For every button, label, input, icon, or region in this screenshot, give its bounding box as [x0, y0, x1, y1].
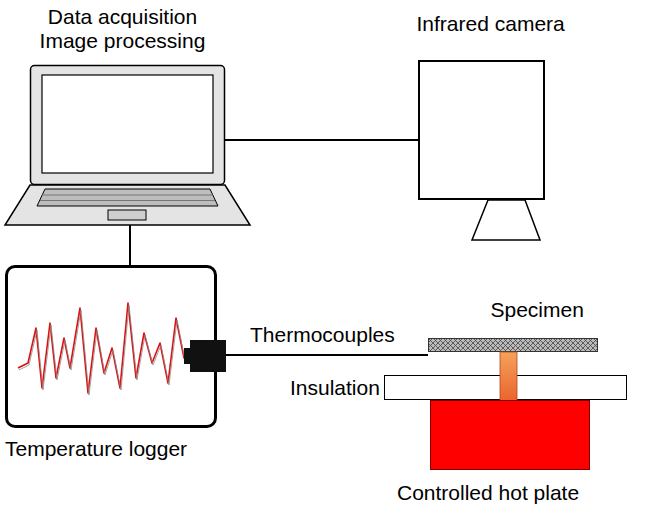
heat-rod — [385, 376, 626, 399]
connector-line — [217, 354, 428, 356]
connector-label: Thermocouples — [248, 323, 397, 347]
specimen-hatch — [428, 338, 598, 352]
temperature-logger: Temperature logger — [5, 265, 217, 428]
laptop: Data acquisition Image processing — [30, 65, 225, 185]
node-label: Data acquisition Image processing — [30, 5, 215, 53]
laptop-drawing — [30, 65, 225, 185]
infrared-camera: Infrared camera — [418, 60, 545, 200]
node-label: Infrared camera — [417, 12, 565, 36]
logger-display — [8, 268, 214, 425]
hot-plate: Controlled hot plate — [430, 400, 590, 470]
camera-lens — [420, 62, 543, 198]
connector-line — [225, 139, 418, 141]
node-label: Specimen — [491, 298, 584, 322]
node-label: Temperature logger — [5, 437, 187, 461]
insulation-plate: Insulation — [384, 375, 627, 400]
node-label: Insulation — [290, 376, 380, 400]
specimen-bar: Specimen — [428, 338, 598, 352]
node-label: Controlled hot plate — [397, 481, 579, 505]
